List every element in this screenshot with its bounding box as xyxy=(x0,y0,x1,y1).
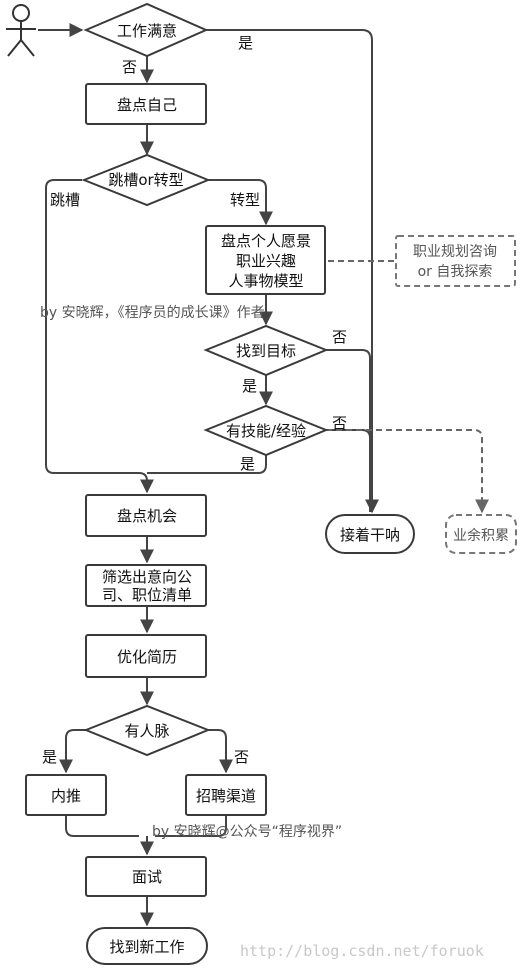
node-keep-working-label: 接着干呐 xyxy=(340,526,400,544)
edge-network-yes xyxy=(59,729,86,774)
node-career-advice: 职业规划咨询 or 自我探索 xyxy=(395,235,516,287)
connectors xyxy=(38,23,489,927)
label-transform: 转型 xyxy=(230,191,260,209)
node-review-opportunities: 盘点机会 xyxy=(85,494,207,537)
edge-goal-no xyxy=(326,349,371,512)
label-network-no: 否 xyxy=(234,748,249,766)
edge-switch-transform xyxy=(208,179,273,226)
node-switch-decision-label: 跳槽or转型 xyxy=(108,171,183,189)
node-referral: 内推 xyxy=(25,774,107,816)
label-goal-no: 否 xyxy=(332,328,347,346)
edge-skill-no xyxy=(326,429,371,512)
edge-network-no xyxy=(208,729,233,774)
node-recruit-channel: 招聘渠道 xyxy=(185,774,267,816)
account-credit: by 安晓辉@公众号“程序视界” xyxy=(152,824,342,840)
node-review-personal-line-2: 职业兴趣 xyxy=(236,252,296,270)
edge-channel-merge xyxy=(155,815,227,837)
node-review-personal: 盘点个人愿景 职业兴趣 人事物模型 xyxy=(205,225,326,295)
node-self-review-label: 盘点自己 xyxy=(117,96,177,114)
label-network-yes: 是 xyxy=(42,748,57,766)
node-review-personal-line-1: 盘点个人愿景 xyxy=(221,232,311,250)
node-review-opportunities-label: 盘点机会 xyxy=(117,507,177,525)
edge-switch-hop xyxy=(45,179,154,494)
label-skill-yes: 是 xyxy=(240,455,255,473)
watermark: http://blog.csdn.net/foruok xyxy=(240,942,484,960)
actor-icon xyxy=(6,4,36,57)
node-find-goal-label: 找到目标 xyxy=(236,342,296,360)
node-new-job: 找到新工作 xyxy=(86,927,208,965)
node-find-goal: 找到目标 xyxy=(203,324,329,377)
label-skill-no: 否 xyxy=(332,414,347,432)
node-interview: 面试 xyxy=(85,856,207,897)
node-career-advice-line-1: 职业规划咨询 xyxy=(413,244,497,260)
node-optimize-resume-label: 优化简历 xyxy=(117,648,177,666)
node-new-job-label: 找到新工作 xyxy=(109,938,184,956)
node-career-advice-line-2: or 自我探索 xyxy=(418,263,493,280)
node-interview-label: 面试 xyxy=(132,868,162,886)
node-self-review: 盘点自己 xyxy=(85,83,207,125)
node-has-skills-label: 有技能/经验 xyxy=(226,422,306,440)
node-has-network: 有人脉 xyxy=(83,704,211,757)
node-switch-decision: 跳槽or转型 xyxy=(81,153,211,207)
node-filter-list-line-1: 筛选出意向公 xyxy=(102,568,192,586)
node-spare-time: 业余积累 xyxy=(445,514,517,554)
label-goal-yes: 是 xyxy=(242,377,257,395)
edge-labels: 是 否 跳槽 转型 否 是 否 是 是 否 xyxy=(42,34,347,766)
node-spare-time-label: 业余积累 xyxy=(453,527,509,544)
node-start: 工作满意 xyxy=(83,2,209,58)
node-filter-list-line-2: 司、职位清单 xyxy=(102,586,192,604)
label-start-no: 否 xyxy=(122,58,137,76)
node-has-skills: 有技能/经验 xyxy=(203,404,329,457)
node-optimize-resume: 优化简历 xyxy=(85,634,207,678)
node-start-label: 工作满意 xyxy=(117,22,177,40)
node-review-personal-line-3: 人事物模型 xyxy=(228,272,303,290)
edge-referral-merge xyxy=(65,815,139,837)
label-job-hop: 跳槽 xyxy=(50,191,80,209)
edge-start-keep xyxy=(206,29,379,514)
node-keep-working: 接着干呐 xyxy=(325,514,415,554)
edge-skill-yes xyxy=(147,455,267,474)
node-recruit-channel-label: 招聘渠道 xyxy=(196,787,256,805)
author-credit: by 安晓辉，《程序员的成长课》作者 xyxy=(40,305,265,321)
label-start-yes: 是 xyxy=(238,34,253,52)
node-referral-label: 内推 xyxy=(51,787,81,805)
edge-skill-spare xyxy=(326,429,489,514)
node-has-network-label: 有人脉 xyxy=(124,722,169,740)
node-filter-list: 筛选出意向公 司、职位清单 xyxy=(85,564,207,607)
